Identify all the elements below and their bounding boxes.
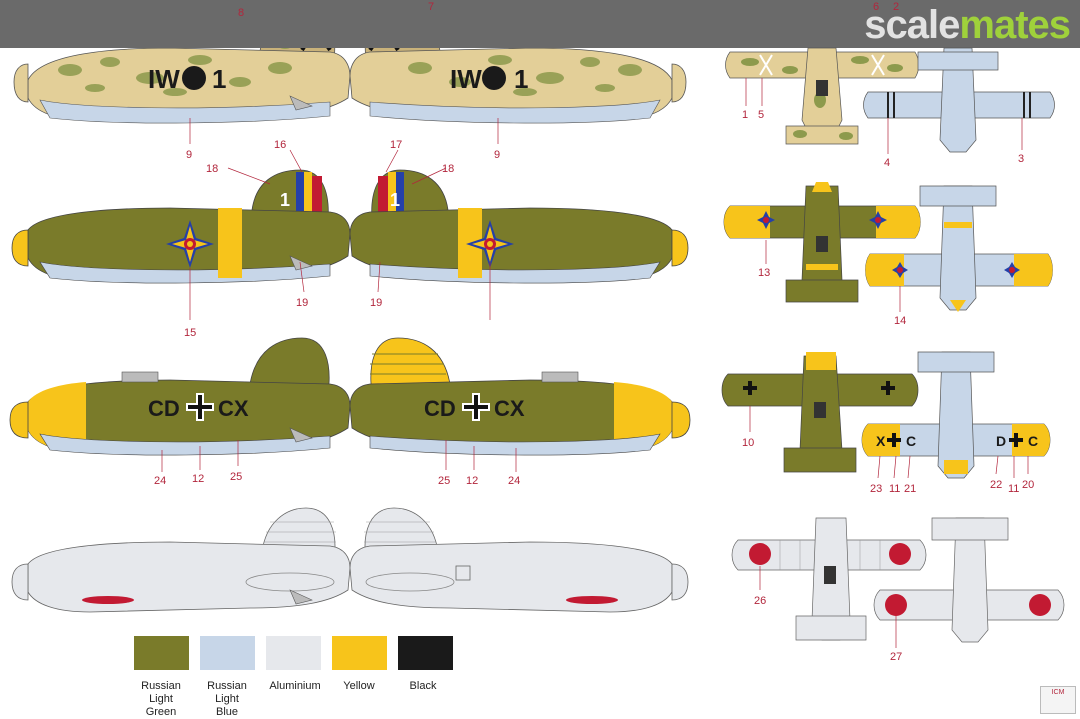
- callout-24-left: 24: [154, 475, 166, 487]
- p3r-code-left: CD: [424, 396, 456, 421]
- plan-4-bottom: [873, 517, 1065, 643]
- p1r-code-left: IW: [450, 64, 482, 94]
- wing-code-c-right: C: [1028, 433, 1038, 449]
- plan-2-bottom: [865, 185, 1053, 312]
- callout-14: 14: [894, 315, 906, 327]
- plan-3-top: [721, 352, 919, 473]
- callout-25-right: 25: [438, 475, 450, 487]
- p1-code-left: IW: [148, 64, 180, 94]
- callout-26: 26: [754, 595, 766, 607]
- plan-1-top: [725, 47, 920, 145]
- callout-12-left: 12: [192, 473, 204, 485]
- profile-4-left: [11, 507, 351, 613]
- callout-15: 15: [184, 327, 196, 339]
- profile-2-left: 1: [11, 169, 351, 284]
- brand-part-1: scale: [864, 3, 960, 47]
- scalemates-logo[interactable]: scalemates: [864, 0, 1071, 48]
- p2-fin-number: 1: [280, 190, 290, 210]
- callout-lines: [161, 78, 1029, 648]
- wing-code-d: D: [996, 433, 1006, 449]
- p3-code-right: CX: [218, 396, 249, 421]
- plan-1-bottom: [863, 47, 1055, 153]
- callout-11-right: 11: [1008, 483, 1019, 495]
- plan-2-top: [723, 182, 921, 303]
- callout-9-left: 9: [186, 149, 192, 161]
- callout-1: 1: [742, 109, 748, 121]
- callout-11-left: 11: [889, 483, 900, 495]
- p3r-code-right: CX: [494, 396, 525, 421]
- profile-3-left: CD CX: [9, 337, 351, 456]
- callout-16: 16: [274, 139, 286, 151]
- callout-13: 13: [758, 267, 770, 279]
- callout-7: 7: [428, 1, 434, 13]
- profile-4-right: [349, 507, 689, 613]
- callout-24-right: 24: [508, 475, 520, 487]
- p3-code-left: CD: [148, 396, 180, 421]
- callout-19-left: 19: [296, 297, 308, 309]
- callout-6: 6: [873, 1, 879, 13]
- p1-code-right: 1: [212, 64, 226, 94]
- callout-19-right: 19: [370, 297, 382, 309]
- header-bar: [0, 0, 1080, 48]
- plan-4-top: [731, 517, 927, 641]
- callout-18-right: 18: [442, 163, 454, 175]
- plan-3-bottom: X C C D: [861, 351, 1051, 479]
- callout-9-right: 9: [494, 149, 500, 161]
- callout-27: 27: [890, 651, 902, 663]
- profile-2-right: [349, 169, 689, 284]
- p2r-fin-number: 1: [390, 190, 400, 210]
- p1r-code-right: 1: [514, 64, 528, 94]
- callout-18-left: 18: [206, 163, 218, 175]
- callout-numbers: 9 9 18 16 17 18 15 19 19 24 12 25 25 12 …: [154, 109, 1034, 663]
- wing-code-x: X: [876, 433, 886, 449]
- callout-3: 3: [1018, 153, 1024, 165]
- wing-code-c-left: C: [906, 433, 916, 449]
- publisher-logo: ICM: [1040, 686, 1076, 714]
- callout-25-left: 25: [230, 471, 242, 483]
- callout-5: 5: [758, 109, 764, 121]
- callout-2: 2: [893, 1, 899, 13]
- callout-20: 20: [1022, 479, 1034, 491]
- callout-17: 17: [390, 139, 402, 151]
- callout-4: 4: [884, 157, 890, 169]
- profile-3-right: [349, 337, 691, 456]
- callout-22: 22: [990, 479, 1002, 491]
- callout-23: 23: [870, 483, 882, 495]
- callout-12-right: 12: [466, 475, 478, 487]
- callout-8: 8: [238, 7, 244, 19]
- callout-10: 10: [742, 437, 754, 449]
- brand-part-2: mates: [959, 3, 1071, 47]
- callout-21: 21: [904, 483, 916, 495]
